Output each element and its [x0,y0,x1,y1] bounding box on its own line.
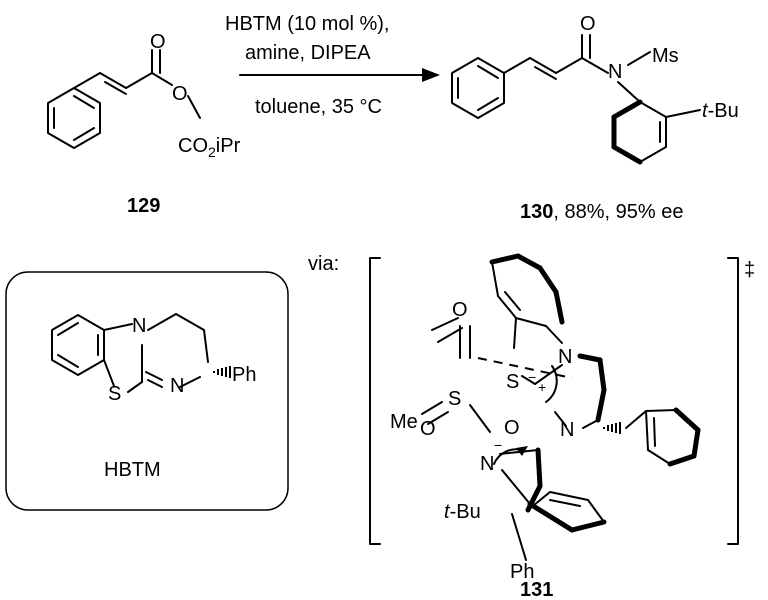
compound-129: O O CO2iPr 129 [47,31,241,217]
group-tbu-130: t-Bu [702,100,739,122]
charge-minus-1-131: − [494,437,502,453]
hbtm-box: N S N Ph HBTM [5,271,289,511]
charge-arc [545,365,558,403]
hbtm-stereo-bond [213,366,231,378]
aryl-ring-ts-131 [511,447,607,561]
group-ph-131: Ph [510,561,534,583]
atom-o-amide-130: O [580,13,596,35]
atom-n-amide-130: N [608,61,622,83]
compound-number-131: 131 [520,579,553,600]
atom-n-amide-131: N [480,453,494,475]
compound-130-caption: 130, 88%, 95% ee [520,201,683,223]
atom-o-sulfonyl-1-131: O [452,299,468,321]
transition-state-131: via: ‡ N S N O [308,253,755,600]
atom-n-top-131: N [558,346,572,368]
group-co2ipr-129: CO2iPr [178,135,241,160]
amidinium-ring-131 [477,353,607,429]
hbtm-name: HBTM [104,459,161,481]
benzo-ring-131 [489,253,565,349]
cinnamoyl-chain-130 [503,34,651,103]
charge-plus-131: + [538,379,546,395]
atom-n-hbtm-2: N [170,375,184,397]
bracket-right [727,257,739,545]
conditions-line-2: amine, DIPEA [245,42,371,64]
atom-o-ester-129: O [172,83,188,105]
hbtm-structure [51,313,209,393]
phenyl-ring-129 [47,87,101,149]
atom-s-ring-131: S [506,371,519,393]
compound-number-129: 129 [127,195,160,217]
atom-n-hbtm-1: N [132,315,146,337]
atom-o-sulfonyl-2-131: O [420,418,436,440]
aryl-ring-130 [611,99,701,165]
phenyl-ring-130 [451,57,505,119]
ts-stereo-bond [603,422,621,434]
conditions-line-3: toluene, 35 °C [255,96,382,118]
charge-minus-2-131: − [528,369,536,385]
compound-130: O N Ms t-Bu 130, 88%, 95% ee [451,13,739,223]
group-tbu-131: t-Bu [444,501,481,523]
group-me-131: Me [390,411,418,433]
phenyl-ring-ts-131 [625,407,701,467]
dagger-symbol: ‡ [744,259,755,281]
group-ms-130: Ms [652,45,679,67]
atom-o-carbonyl-129: O [150,31,166,53]
via-label: via: [308,253,339,275]
bracket-left [369,257,381,545]
atom-o-acyl-131: O [504,417,520,439]
sulfonamide-131 [421,317,539,505]
group-ph-hbtm: Ph [232,364,256,386]
reaction-arrow: HBTM (10 mol %), amine, DIPEA toluene, 3… [225,13,440,118]
cinnamoyl-chain-129 [73,49,201,119]
conditions-line-1: HBTM (10 mol %), [225,13,389,35]
atom-n-acyl-131: N [560,419,574,441]
atom-s-hbtm: S [108,383,121,405]
atom-s-sulfonyl-131: S [448,388,461,410]
